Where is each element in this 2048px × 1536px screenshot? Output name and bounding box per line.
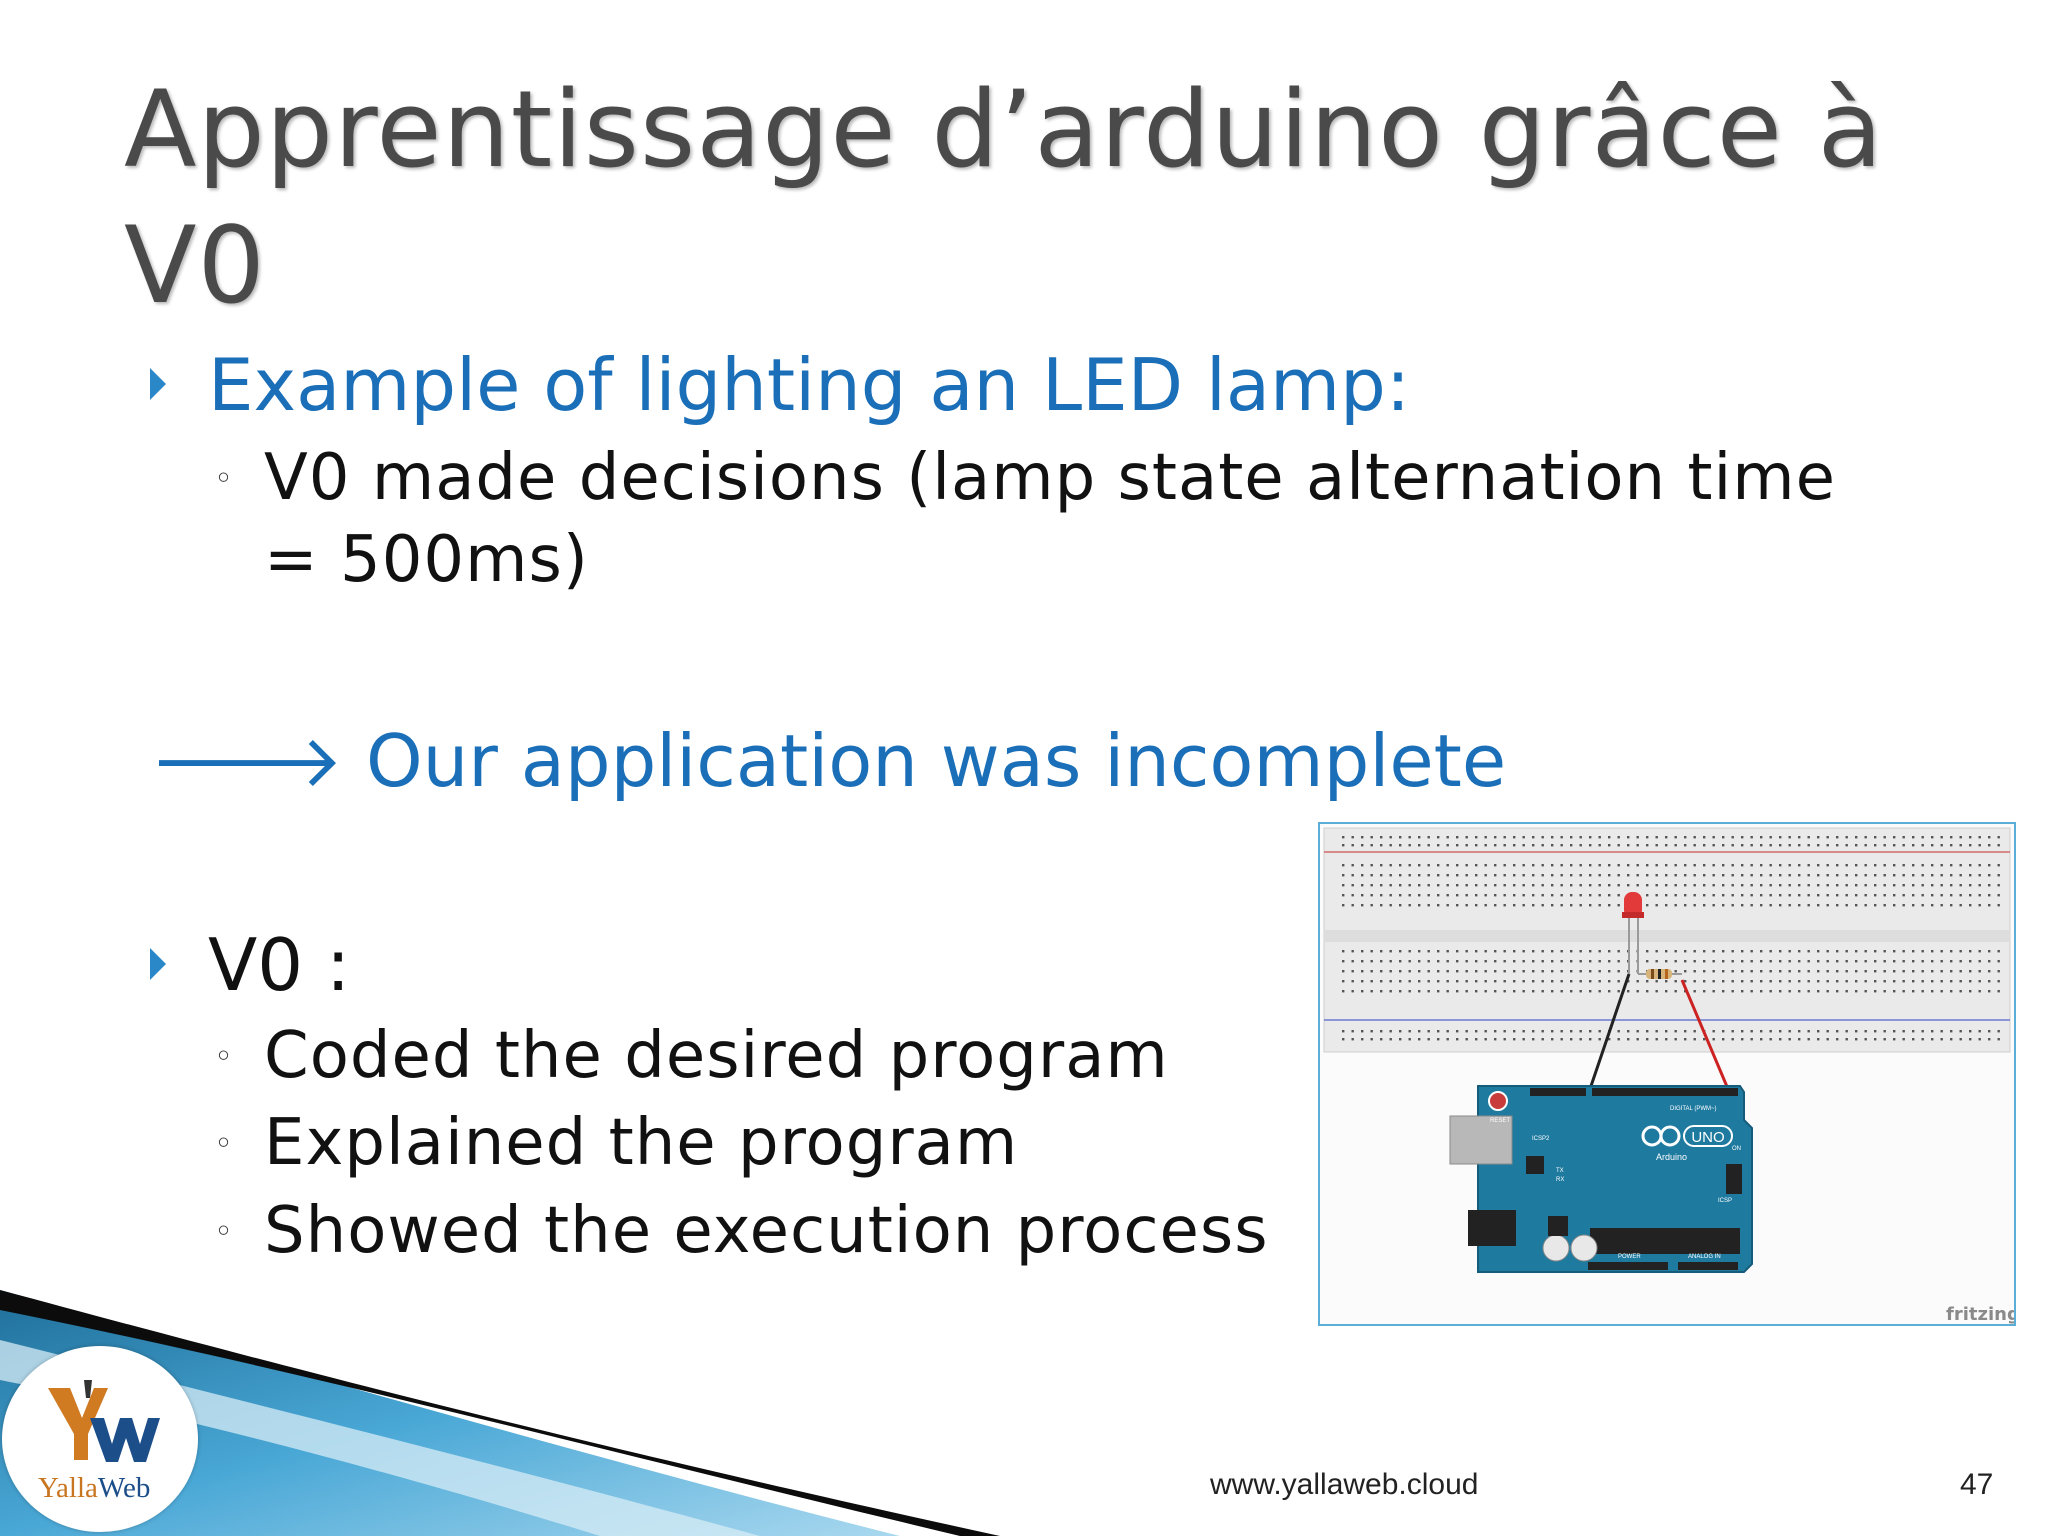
circle-bullet-icon: ◦: [214, 1037, 233, 1075]
circle-bullet-icon: ◦: [214, 1212, 233, 1250]
board-label: Arduino: [1656, 1152, 1687, 1162]
conclusion-line: 🡒 Our application was incomplete: [150, 719, 1507, 803]
logo-wordmark: YallaWeb: [38, 1472, 150, 1505]
logo-text-web: Web: [97, 1472, 151, 1504]
resistor-icon: [1638, 969, 1682, 979]
board-label: ICSP2: [1532, 1136, 1550, 1142]
fritzing-watermark: fritzing: [1946, 1304, 2014, 1324]
arduino-uno-board: UNO Arduino RESET ICSP2 DIGITAL (PWM~) T…: [1449, 1085, 1753, 1273]
board-label: RX: [1556, 1177, 1564, 1183]
led-icon: [1622, 892, 1644, 974]
page-number: 47: [1960, 1468, 1994, 1501]
footer-url: www.yallaweb.cloud: [1210, 1468, 1479, 1501]
triangle-bullet-icon: [150, 368, 166, 400]
circle-bullet-icon: ◦: [214, 1124, 233, 1162]
board-label: UNO: [1691, 1129, 1724, 1146]
v0-item-text: Explained the program: [264, 1106, 1019, 1180]
bullet-v0-text: V0 :: [208, 923, 351, 1007]
board-label: RESET: [1490, 1118, 1510, 1124]
slide-title: Apprentissage d’arduino grâce à V0: [124, 68, 1884, 327]
board-label: ANALOG IN: [1688, 1254, 1721, 1260]
logo-text-yalla: Yalla: [38, 1472, 98, 1504]
triangle-bullet-icon: [150, 948, 166, 980]
circuit-illustration: UNO Arduino RESET ICSP2 DIGITAL (PWM~) T…: [1323, 827, 2014, 1324]
v0-item-text: Coded the desired program: [264, 1019, 1169, 1093]
board-label: DIGITAL (PWM~): [1670, 1106, 1717, 1112]
yallaweb-logo: YallaWeb: [2, 1346, 198, 1532]
board-label: ON: [1732, 1146, 1741, 1152]
bullet-example-sub-text: V0 made decisions (lamp state alternatio…: [264, 441, 1836, 597]
board-label: ICSP: [1718, 1198, 1732, 1204]
circle-bullet-icon: ◦: [214, 459, 233, 497]
decorative-swoosh: [0, 1290, 1000, 1536]
board-label: TX: [1556, 1168, 1564, 1174]
yw-logo-icon: [48, 1380, 160, 1462]
board-label: POWER: [1618, 1254, 1641, 1260]
v0-item-text: Showed the execution process: [264, 1194, 1269, 1268]
arduino-circuit-diagram: UNO Arduino RESET ICSP2 DIGITAL (PWM~) T…: [1318, 822, 2016, 1326]
bullet-example-text: Example of lighting an LED lamp:: [208, 343, 1411, 427]
